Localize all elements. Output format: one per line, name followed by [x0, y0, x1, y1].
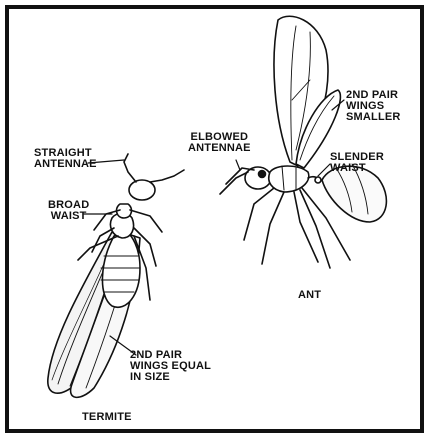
ant-name-label: ANT — [298, 290, 321, 301]
ant-name: ANT — [298, 290, 321, 301]
ant-leg — [262, 192, 284, 264]
ant-wings-line-3: SMALLER — [346, 112, 401, 123]
termite-head — [129, 180, 155, 200]
leader-ant-antennae — [236, 160, 240, 170]
termite-antenna — [150, 170, 184, 182]
termite-antennae-line-2: ANTENNAE — [34, 159, 97, 170]
ant-waist-line-2: WAIST — [330, 163, 384, 174]
termite-name-label: TERMITE — [82, 412, 132, 423]
ant-antennae-label: ELBOWED ANTENNAE — [188, 132, 251, 154]
termite-name: TERMITE — [82, 412, 132, 423]
ant-leg — [244, 188, 274, 240]
ant-eye — [259, 171, 266, 178]
ant-gaster — [322, 166, 386, 222]
termite-waist-line-2: WAIST — [48, 211, 89, 222]
ant-wings-label: 2ND PAIR WINGS SMALLER — [346, 90, 401, 123]
termite-wings-line-3: IN SIZE — [130, 372, 211, 383]
termite-wings-label: 2ND PAIR WINGS EQUAL IN SIZE — [130, 350, 211, 383]
ant-petiole — [315, 177, 321, 183]
termite-antenna — [124, 154, 136, 182]
ant-antennae-line-2: ANTENNAE — [188, 143, 251, 154]
ant-waist-label: SLENDER WAIST — [330, 152, 384, 174]
termite-antennae-label: STRAIGHT ANTENNAE — [34, 148, 97, 170]
ant-head — [245, 167, 271, 189]
termite-waist-label: BROAD WAIST — [48, 200, 89, 222]
